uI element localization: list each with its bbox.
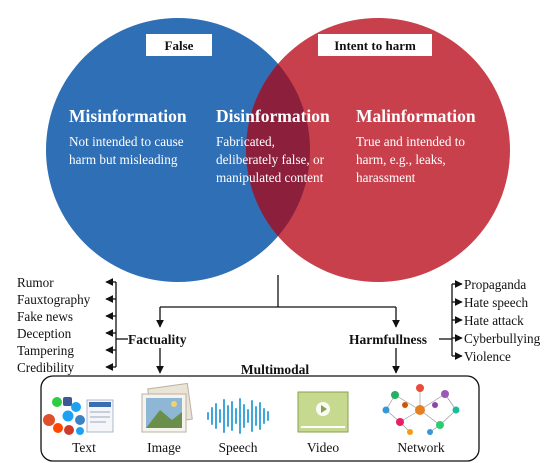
misinformation-circle [46, 18, 310, 282]
modality-label-image: Image [147, 440, 181, 455]
harmfullness-branch: Harmfullness Propaganda Hate speech Hate… [349, 277, 541, 364]
harmfullness-item: Propaganda [464, 277, 526, 292]
harmfullness-item: Hate attack [464, 313, 524, 328]
venn-diagram: False Intent to harm Misinformation Not … [46, 18, 510, 282]
malinformation-desc-line-2: harm, e.g., leaks, [356, 152, 446, 167]
svg-text:Intent to harm: Intent to harm [334, 38, 416, 53]
factuality-item: Tampering [17, 343, 74, 358]
disinformation-desc-line-1: Fabricated, [216, 134, 275, 149]
multimodal-box: Multimodal Text Image [40, 362, 480, 462]
venn-connectors [156, 275, 400, 374]
modality-label-network: Network [397, 440, 444, 455]
harmfullness-label: Harmfullness [349, 332, 427, 347]
social-network-icon [382, 384, 460, 435]
multimodal-title: Multimodal [241, 362, 310, 377]
misinformation-desc-line-1: Not intended to cause [69, 134, 184, 149]
factuality-label: Factuality [128, 332, 187, 347]
disinformation-title: Disinformation [216, 106, 330, 126]
harmfullness-item: Hate speech [464, 295, 528, 310]
intent-to-harm-tag: Intent to harm [318, 34, 432, 56]
misinformation-desc-line-2: harm but misleading [69, 152, 178, 167]
factuality-item: Credibility [17, 360, 75, 375]
malinformation-circle [246, 18, 510, 282]
false-tag: False [146, 34, 212, 56]
modality-label-text: Text [72, 440, 96, 455]
factuality-branch: Factuality Rumor Fauxtography Fake news … [17, 275, 187, 375]
video-player-icon [297, 391, 349, 433]
factuality-item: Fauxtography [17, 292, 91, 307]
malinformation-desc-line-1: True and intended to [356, 134, 465, 149]
social-text-icon [43, 397, 114, 435]
svg-text:False: False [165, 38, 194, 53]
factuality-item: Fake news [17, 309, 73, 324]
factuality-item: Deception [17, 326, 72, 341]
harmfullness-item: Cyberbullying [464, 331, 541, 346]
modality-label-video: Video [307, 440, 339, 455]
disinformation-desc-line-2: deliberately false, or [216, 152, 325, 167]
factuality-item: Rumor [17, 275, 54, 290]
malinformation-title: Malinformation [356, 106, 476, 126]
misinformation-title: Misinformation [69, 106, 187, 126]
harmfullness-item: Violence [464, 349, 511, 364]
malinformation-desc-line-3: harassment [356, 170, 416, 185]
waveform-icon [207, 398, 269, 434]
disinformation-desc-line-3: manipulated content [216, 170, 324, 185]
photo-icon [141, 382, 193, 433]
modality-label-speech: Speech [219, 440, 258, 455]
